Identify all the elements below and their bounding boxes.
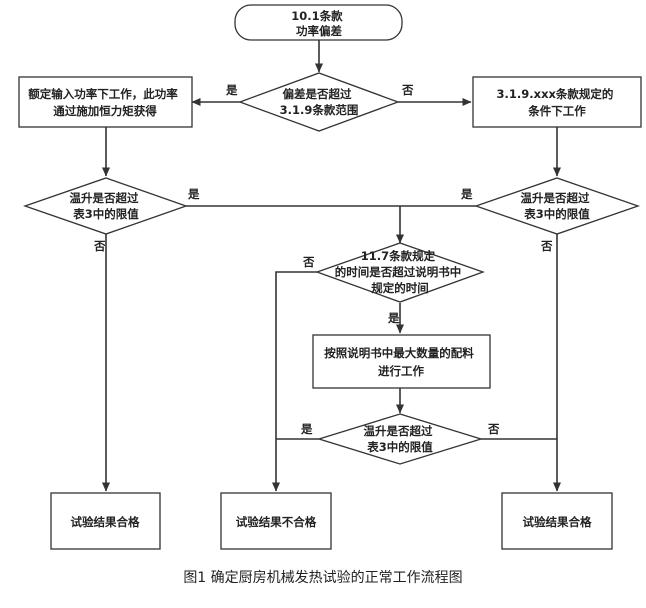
- result-fail-mid-text: 试验结果不合格: [236, 515, 317, 529]
- start-text: 10.1条款 功率偏差: [291, 9, 346, 38]
- result-pass-right: [501, 492, 613, 550]
- label-no-temp-mid: 否: [487, 422, 500, 436]
- label-no-temp-left: 否: [93, 239, 106, 253]
- edge-labels: 是 否 是 否 是 否 否 是 是 否: [93, 83, 553, 436]
- time-decision: [315, 242, 485, 303]
- time-decision-text: 11.7条款规定 的时间是否超过说明书中 规定的时间: [335, 249, 466, 295]
- temp-left-decision: [23, 177, 188, 235]
- label-no-temp-right: 否: [540, 239, 553, 253]
- deviation-decision-text: 偏差是否超过 3.1.9条款范围: [280, 87, 359, 117]
- nodes: 10.1条款 功率偏差 偏差是否超过 3.1.9条款范围 额定输入功率下工作，此…: [18, 4, 642, 550]
- label-yes-time: 是: [387, 311, 400, 325]
- label-yes-temp-left: 是: [187, 187, 200, 201]
- temp-left-text: 温升是否超过 表3中的限值: [69, 191, 142, 221]
- edge-time-no-to-fail: [272, 271, 317, 492]
- clause-conditions-text: 3.1.9.xxx条款规定的 条件下工作: [497, 87, 618, 118]
- max-load-box: [312, 334, 491, 389]
- rated-power-text: 额定输入功率下工作，此功率 通过施加恒力矩获得: [28, 87, 182, 118]
- max-load-text: 按照说明书中最大数量的配料 进行工作: [324, 346, 478, 378]
- label-yes-temp-mid: 是: [300, 422, 313, 436]
- figure-caption: 图1 确定厨房机械发热试验的正常工作流程图: [183, 570, 462, 586]
- temp-right-text: 温升是否超过 表3中的限值: [520, 191, 593, 221]
- label-yes-deviation: 是: [225, 83, 238, 97]
- temp-right-decision: [474, 177, 640, 235]
- label-yes-temp-right: 是: [460, 187, 473, 201]
- temp-mid-text: 温升是否超过 表3中的限值: [363, 424, 436, 454]
- deviation-decision: [238, 72, 400, 132]
- result-fail-mid: [220, 492, 332, 550]
- edges: [102, 40, 561, 492]
- rated-power-box: [18, 76, 193, 128]
- result-pass-left: [50, 492, 161, 550]
- label-no-deviation: 否: [401, 83, 414, 97]
- clause-conditions-box: [472, 76, 642, 128]
- label-no-time: 否: [302, 255, 315, 269]
- result-pass-right-text: 试验结果合格: [523, 515, 592, 529]
- result-pass-left-text: 试验结果合格: [71, 515, 140, 529]
- start-terminator: [234, 4, 403, 41]
- temp-mid-decision: [316, 413, 484, 465]
